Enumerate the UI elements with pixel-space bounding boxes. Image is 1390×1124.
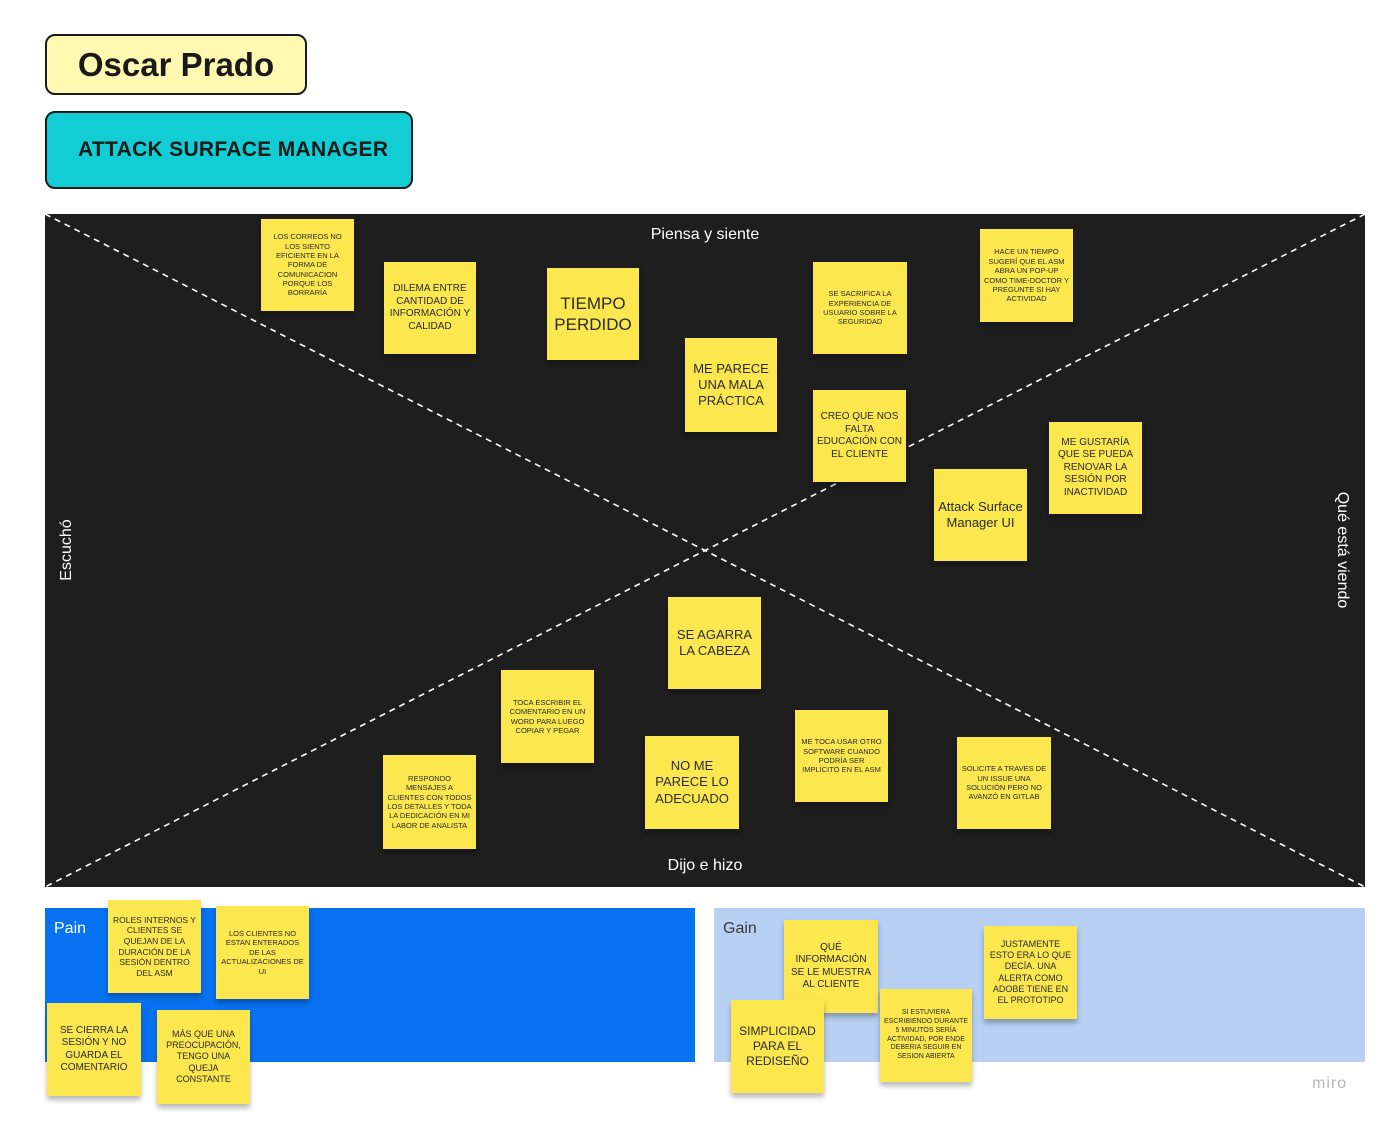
gain-sticky-note[interactable]: JUSTAMENTE ESTO ERA LO QUE DECÍA. UNA AL… bbox=[984, 926, 1077, 1019]
gain-sticky-note[interactable]: SIMPLICIDAD PARA EL REDISEÑO bbox=[731, 1000, 824, 1093]
sticky-note-text: RESPONDO MENSAJES A CLIENTES CON TODOS L… bbox=[387, 773, 472, 830]
sticky-note[interactable]: NO ME PARECE LO ADECUADO bbox=[645, 736, 739, 829]
quadrant-label-sees: Qué está viendo bbox=[1334, 491, 1351, 609]
sticky-note-text: TIEMPO PERDIDO bbox=[554, 293, 632, 334]
sticky-note-text: SI ESTUVIERA ESCRIBIENDO DURANTE 5 MINUT… bbox=[884, 1009, 969, 1060]
sticky-note[interactable]: SE AGARRA LA CABEZA bbox=[668, 597, 761, 689]
sticky-note-text: SE AGARRA LA CABEZA bbox=[676, 626, 753, 658]
sticky-note[interactable]: HACE UN TIEMPO SUGERÍ QUE EL ASM ABRA UN… bbox=[980, 229, 1073, 322]
sticky-note-text: MÁS QUE UNA PREOCUPACIÓN, TENGO UNA QUEJ… bbox=[166, 1028, 241, 1084]
pain-sticky-note[interactable]: MÁS QUE UNA PREOCUPACIÓN, TENGO UNA QUEJ… bbox=[157, 1010, 250, 1104]
pain-label: Pain bbox=[54, 920, 87, 937]
sticky-note-text: TOCA ESCRIBIR EL COMENTARIO EN UN WORD P… bbox=[509, 697, 586, 735]
gain-sticky-note[interactable]: SI ESTUVIERA ESCRIBIENDO DURANTE 5 MINUT… bbox=[880, 989, 972, 1082]
sticky-note-text: SOLICITE A TRAVES DE UN ISSUE UNA SOLUCI… bbox=[961, 764, 1047, 802]
sticky-note[interactable]: Attack Surface Manager UI bbox=[934, 469, 1027, 561]
sticky-note[interactable]: RESPONDO MENSAJES A CLIENTES CON TODOS L… bbox=[383, 755, 476, 849]
sticky-note[interactable]: TOCA ESCRIBIR EL COMENTARIO EN UN WORD P… bbox=[501, 670, 594, 763]
sticky-note[interactable]: ME GUSTARÍA QUE SE PUEDA RENOVAR LA SESI… bbox=[1049, 422, 1142, 514]
pain-sticky-note[interactable]: SE CIERRA LA SESIÓN Y NO GUARDA EL COMEN… bbox=[47, 1003, 141, 1096]
sticky-note-text: ME GUSTARÍA QUE SE PUEDA RENOVAR LA SESI… bbox=[1057, 436, 1134, 498]
miro-logo: miro bbox=[1312, 1075, 1348, 1092]
sticky-note[interactable]: LOS CORREOS NO LOS SIENTO EFICIENTE EN L… bbox=[261, 219, 354, 311]
sticky-note-text: SE CIERRA LA SESIÓN Y NO GUARDA EL COMEN… bbox=[59, 1024, 129, 1074]
sticky-note[interactable]: SE SACRIFICA LA EXPERIENCIA DE USUARIO S… bbox=[813, 262, 907, 354]
gain-sticky-note[interactable]: QUÉ INFORMACIÓN SE LE MUESTRA AL CLIENTE bbox=[784, 920, 878, 1013]
project-title-card[interactable]: ATTACK SURFACE MANAGER bbox=[45, 111, 413, 189]
quadrant-label-thinks-feels: Piensa y siente bbox=[650, 226, 760, 243]
sticky-note-text: JUSTAMENTE ESTO ERA LO QUE DECÍA. UNA AL… bbox=[989, 938, 1072, 1005]
sticky-note-text: LOS CLIENTES NO ESTAN ENTERADOS DE LAS A… bbox=[221, 929, 304, 976]
sticky-note-text: SIMPLICIDAD PARA EL REDISEÑO bbox=[739, 1024, 816, 1068]
sticky-note-text: NO ME PARECE LO ADECUADO bbox=[655, 758, 729, 806]
sticky-note-text: LOS CORREOS NO LOS SIENTO EFICIENTE EN L… bbox=[273, 232, 342, 298]
sticky-note-text: ME PARECE UNA MALA PRÁCTICA bbox=[693, 360, 769, 409]
sticky-note-text: ROLES INTERNOS Y CLIENTES SE QUEJAN DE L… bbox=[113, 914, 196, 978]
sticky-note[interactable]: SOLICITE A TRAVES DE UN ISSUE UNA SOLUCI… bbox=[957, 737, 1051, 829]
person-name-card[interactable]: Oscar Prado bbox=[45, 34, 307, 95]
sticky-note-text: QUÉ INFORMACIÓN SE LE MUESTRA AL CLIENTE bbox=[790, 941, 872, 991]
person-name: Oscar Prado bbox=[77, 45, 275, 83]
pain-sticky-note[interactable]: ROLES INTERNOS Y CLIENTES SE QUEJAN DE L… bbox=[108, 900, 201, 993]
quadrant-diagonals bbox=[45, 214, 1365, 887]
project-title: ATTACK SURFACE MANAGER bbox=[78, 138, 389, 161]
sticky-note[interactable]: ME TOCA USAR OTRO SOFTWARE CUANDO PODRÍA… bbox=[795, 710, 888, 802]
sticky-note[interactable]: DILEMA ENTRE CANTIDAD DE INFORMACIÓN Y C… bbox=[384, 262, 476, 354]
sticky-note-text: CREO QUE NOS FALTA EDUCACIÓN CON EL CLIE… bbox=[817, 411, 903, 460]
sticky-note[interactable]: ME PARECE UNA MALA PRÁCTICA bbox=[685, 338, 777, 432]
sticky-note-text: HACE UN TIEMPO SUGERÍ QUE EL ASM ABRA UN… bbox=[984, 247, 1070, 304]
pain-sticky-note[interactable]: LOS CLIENTES NO ESTAN ENTERADOS DE LAS A… bbox=[216, 906, 309, 999]
sticky-note[interactable]: CREO QUE NOS FALTA EDUCACIÓN CON EL CLIE… bbox=[813, 390, 906, 482]
empathy-map-board[interactable]: Piensa y siente Dijo e hizo Escuchó Qué … bbox=[45, 214, 1365, 887]
sticky-note-text: SE SACRIFICA LA EXPERIENCIA DE USUARIO S… bbox=[823, 289, 897, 327]
sticky-note-text: ME TOCA USAR OTRO SOFTWARE CUANDO PODRÍA… bbox=[801, 737, 882, 775]
gain-label: Gain bbox=[723, 920, 757, 937]
quadrant-label-says-does: Dijo e hizo bbox=[667, 857, 743, 874]
quadrant-label-hears: Escuchó bbox=[58, 519, 75, 581]
sticky-note[interactable]: TIEMPO PERDIDO bbox=[547, 268, 639, 360]
sticky-note-text: DILEMA ENTRE CANTIDAD DE INFORMACIÓN Y C… bbox=[389, 283, 471, 332]
sticky-note-text: Attack Surface Manager UI bbox=[938, 498, 1023, 530]
